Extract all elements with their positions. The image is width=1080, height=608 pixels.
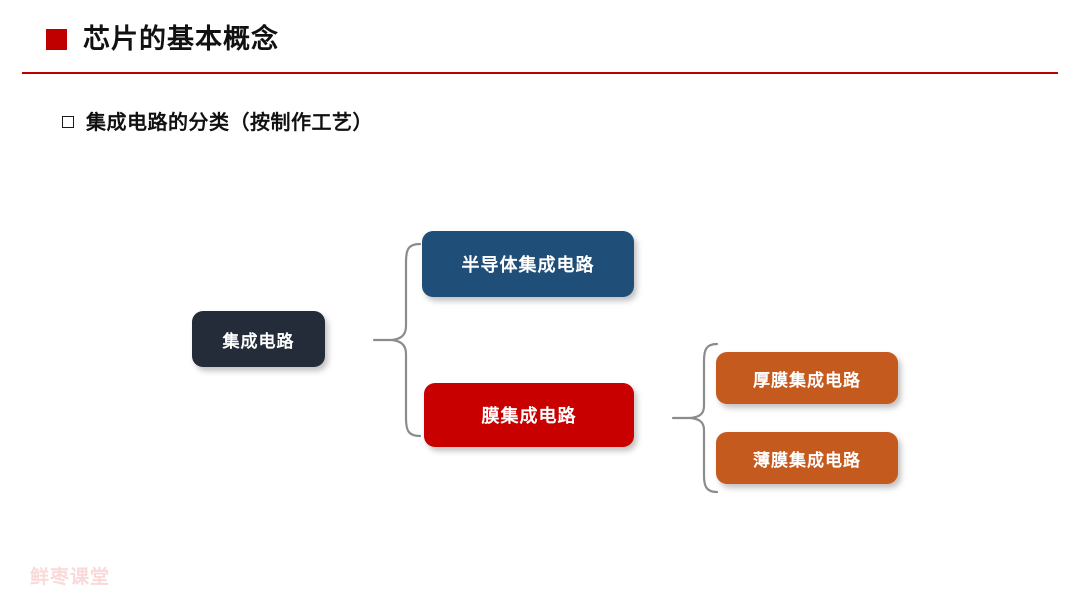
slide-header: 芯片的基本概念 <box>46 26 279 53</box>
filled-square-bullet-icon <box>46 29 67 50</box>
watermark-logo: 鲜枣课堂 <box>30 567 111 588</box>
node-label: 集成电路 <box>222 331 295 351</box>
subtitle-row: 集成电路的分类（按制作工艺） <box>62 106 373 135</box>
node-label: 半导体集成电路 <box>461 255 595 275</box>
node-label: 厚膜集成电路 <box>753 370 861 390</box>
diagram-node-film-ic[interactable]: 膜集成电路 <box>424 383 634 447</box>
diagram-node-thick-film-ic[interactable]: 厚膜集成电路 <box>716 352 898 404</box>
header-divider-rule <box>22 72 1058 74</box>
diagram-node-semiconductor-ic[interactable]: 半导体集成电路 <box>422 231 634 297</box>
subtitle-label: 集成电路的分类（按制作工艺） <box>86 112 373 134</box>
diagram-node-thin-film-ic[interactable]: 薄膜集成电路 <box>716 432 898 484</box>
curly-brace-icon-primary <box>372 242 422 438</box>
node-label: 膜集成电路 <box>481 406 577 426</box>
diagram-node-integrated-circuit[interactable]: 集成电路 <box>192 311 325 367</box>
node-label: 薄膜集成电路 <box>753 450 861 470</box>
page-title: 芯片的基本概念 <box>83 24 279 54</box>
curly-brace-icon-secondary <box>671 342 719 494</box>
hollow-square-bullet-icon <box>62 115 74 128</box>
